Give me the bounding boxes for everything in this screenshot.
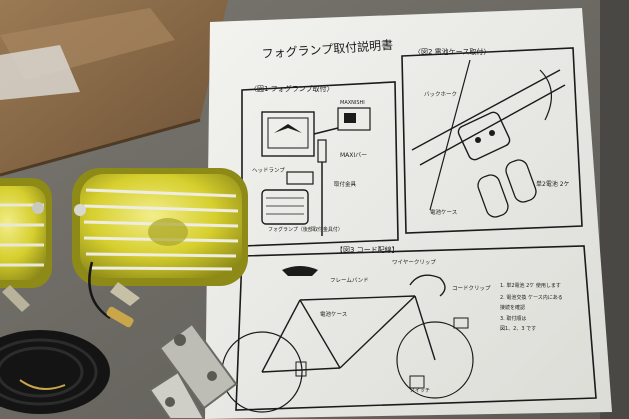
fig3-panel: 【図3 コード配線】 フレームバンド ワイヤークリップ コードクリップ 電池ケー…	[221, 245, 597, 413]
fig1-foglamp-label: フォグランプ（後部取付金具付）	[268, 226, 343, 233]
fig2-panel: 〈図2 電池ケース取付〉 バックホーク 電池ケース 単2電池 2ケ	[401, 47, 583, 234]
coiled-cable	[0, 330, 110, 414]
lamp-wire	[88, 261, 134, 328]
metal-brackets	[148, 322, 238, 419]
fig3-switch-label: スイッチ	[410, 388, 430, 394]
fig3-title: 【図3 コード配線】	[336, 245, 399, 254]
fig2-battery-label: 単2電池 2ケ	[536, 180, 570, 188]
fig3-note-5: 図1、2、3 です	[500, 326, 536, 332]
fig3-frameband-label: フレームバンド	[330, 277, 369, 284]
fig2-title: 〈図2 電池ケース取付〉	[414, 47, 490, 56]
fig3-note-1: 1. 単2電池 2ケ 使用します	[500, 282, 561, 289]
fig1-title: 〈図1 フォグランプ取付〉	[250, 84, 333, 93]
fig1-lamp-label: ヘッドランプ	[252, 167, 285, 174]
fig3-wireclip-label: ワイヤークリップ	[392, 259, 436, 266]
fig1-mount-label: MAXIバー	[340, 152, 367, 159]
fig3-note-3: 接続を確認	[500, 304, 525, 311]
fog-lamp-main	[72, 168, 248, 306]
fig3-note-2: 2. 電池交換 ケース内にある	[500, 294, 563, 301]
instruction-sheet: フォグランプ取付説明書 〈図1 フォグランプ取付〉 MAXNISHI MAXIバ…	[205, 8, 612, 419]
cardboard-box	[0, 0, 228, 177]
fig3-notes: 1. 単2電池 2ケ 使用します 2. 電池交換 ケース内にある 接続を確認 3…	[500, 282, 563, 332]
fog-lamp-left	[0, 178, 52, 312]
fig1-stay-label: 取付金具	[334, 180, 357, 188]
fig3-battery-label: 電池ケース	[320, 310, 347, 318]
fig2-case-label: 電池ケース	[430, 208, 457, 216]
fig1-brand: MAXNISHI	[340, 100, 365, 106]
fig2-fork-label: バックホーク	[424, 91, 457, 98]
fig3-note-4: 3. 取付順は	[500, 315, 526, 322]
fig3-cordclip-label: コードクリップ	[452, 285, 491, 292]
